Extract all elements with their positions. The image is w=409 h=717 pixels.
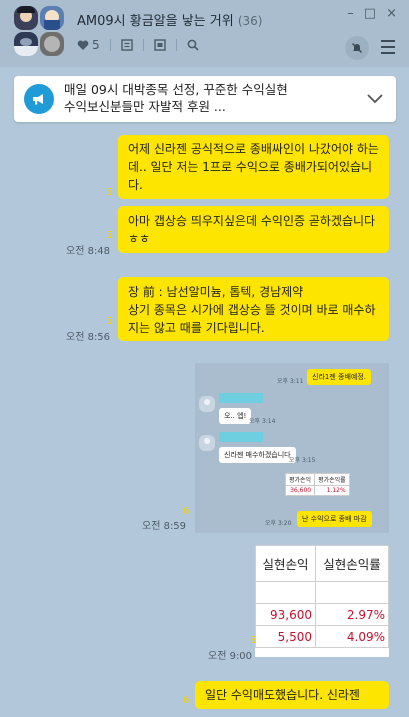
notice-text: 매일 09시 대박종목 선정, 꾸준한 수익실현 수익보신분들만 자발적 후원 …	[64, 81, 354, 115]
menu-icon	[381, 40, 395, 42]
divider	[109, 39, 111, 51]
image-message-pnl-table[interactable]: 실현손익 실현손익률 93,600 2.97% 5,500 4.09%	[255, 545, 389, 657]
close-button[interactable]: ×	[386, 6, 397, 21]
album-icon[interactable]	[153, 39, 166, 51]
members-button[interactable]: 5	[77, 38, 100, 52]
table-cell: 2.97%	[314, 603, 389, 626]
maximize-button[interactable]: □	[363, 6, 377, 21]
table-cell: 4.09%	[314, 625, 389, 648]
message-time: 오전 8:59	[142, 521, 187, 532]
chat-title-text: AM09시 황금알을 낳는 거위	[77, 14, 234, 29]
heart-icon	[77, 40, 89, 50]
mini-eval-table: 평가손익 평가손익률 36,600 1.12%	[284, 473, 350, 496]
mini-avatar	[199, 396, 215, 412]
megaphone-icon	[24, 84, 54, 114]
mini-avatar	[199, 435, 215, 451]
chat-header: AM09시 황금알을 낳는 거위 (36) – □ × 5	[0, 0, 409, 67]
member-avatar	[40, 32, 64, 56]
mute-icon	[352, 43, 362, 53]
table-header: 실현손익률	[314, 545, 389, 582]
message-text: 일단 수익매도했습니다. 신라젠	[205, 688, 360, 702]
table-cell: 5,500	[255, 625, 316, 648]
mini-time: 오후 3:15	[289, 457, 316, 464]
mute-notifications-button[interactable]	[345, 36, 369, 60]
divider	[175, 39, 177, 51]
mini-bubble: 신라1젠 종배예정.	[307, 369, 371, 385]
message-time: 오전 8:48	[66, 246, 111, 257]
message-time: 오전 9:00	[208, 651, 253, 662]
message-line: 상기 종목은 시가에 갭상승 뜰 것이며 바로 매수하지는 않고 때를 기다립니…	[128, 303, 376, 335]
mini-time: 오후 3:20	[265, 520, 292, 527]
message-time: 오전 8:56	[66, 332, 111, 343]
pinned-notice[interactable]: 매일 09시 대박종목 선정, 꾸준한 수익실현 수익보신분들만 자발적 후원 …	[14, 76, 396, 122]
message-bubble[interactable]: 일단 수익매도했습니다. 신라젠	[195, 681, 389, 709]
minimize-button[interactable]: –	[347, 6, 354, 21]
chat-toolbar: 5	[77, 38, 199, 52]
member-avatar	[14, 32, 38, 56]
chat-title: AM09시 황금알을 낳는 거위 (36)	[77, 10, 262, 29]
member-avatar	[40, 6, 64, 30]
menu-button[interactable]	[379, 38, 397, 56]
message-line: 장 前 : 남선알미늄, 톱텍, 경남제약	[128, 285, 304, 299]
window-controls: – □ ×	[347, 6, 397, 21]
member-avatar	[14, 6, 38, 30]
chevron-down-icon[interactable]	[366, 89, 384, 107]
table-header: 실현손익	[255, 545, 316, 582]
divider	[142, 39, 144, 51]
mini-bubble: 난 수익으로 종배 마감	[297, 511, 372, 527]
member-count: (36)	[237, 14, 263, 28]
unread-count: 5	[106, 187, 113, 198]
message-bubble[interactable]: 장 前 : 남선알미늄, 톱텍, 경남제약 상기 종목은 시가에 갭상승 뜰 것…	[118, 277, 389, 341]
mini-table-cell: 1.12%	[314, 485, 350, 496]
message-bubble[interactable]: 아마 갭상승 띄우지싶은데 수익인증 곧하겠습니다 ㅎㅎ	[118, 206, 389, 253]
unread-count: 6	[183, 695, 190, 706]
notice-line: 수익보신분들만 자발적 후원 ...	[64, 99, 226, 114]
search-icon[interactable]	[187, 39, 199, 51]
message-bubble[interactable]: 어제 신라젠 공식적으로 종배싸인이 나갔어야 하는데.. 일단 저는 1프로 …	[118, 135, 389, 199]
group-avatar[interactable]	[14, 6, 66, 58]
image-message-chat-screenshot[interactable]: 오후 3:11 신라1젠 종배예정. 오.. 엡! 오후 3:14 신라젠 매수…	[195, 363, 389, 533]
mini-bubble: 신라젠 매수하겠습니다	[219, 447, 296, 463]
unread-count: 6	[183, 506, 190, 517]
notice-line: 매일 09시 대박종목 선정, 꾸준한 수익실현	[64, 82, 288, 97]
mini-table-header: 평가손익률	[314, 473, 350, 486]
message-text: 아마 갭상승 띄우지싶은데 수익인증 곧하겠습니다 ㅎㅎ	[128, 214, 376, 246]
table-row	[255, 581, 389, 604]
members-count: 5	[92, 38, 100, 52]
mini-time: 오후 3:14	[249, 418, 276, 425]
mini-table-cell: 36,600	[284, 485, 316, 496]
mini-time: 오후 3:11	[277, 378, 304, 385]
table-row: 93,600 2.97%	[255, 603, 389, 626]
table-row: 5,500 4.09%	[255, 625, 389, 648]
unread-count: 5	[106, 316, 113, 327]
notice-board-icon[interactable]	[120, 39, 133, 51]
message-text: 어제 신라젠 공식적으로 종배싸인이 나갔어야 하는데.. 일단 저는 1프로 …	[128, 142, 379, 192]
mini-bubble: 오.. 엡!	[219, 408, 252, 424]
mini-table-header: 평가손익	[284, 473, 316, 486]
table-cell: 93,600	[255, 603, 316, 626]
unread-count: 6	[250, 635, 257, 646]
redacted-name	[219, 393, 263, 403]
redacted-name	[219, 432, 263, 442]
unread-count: 5	[106, 230, 113, 241]
